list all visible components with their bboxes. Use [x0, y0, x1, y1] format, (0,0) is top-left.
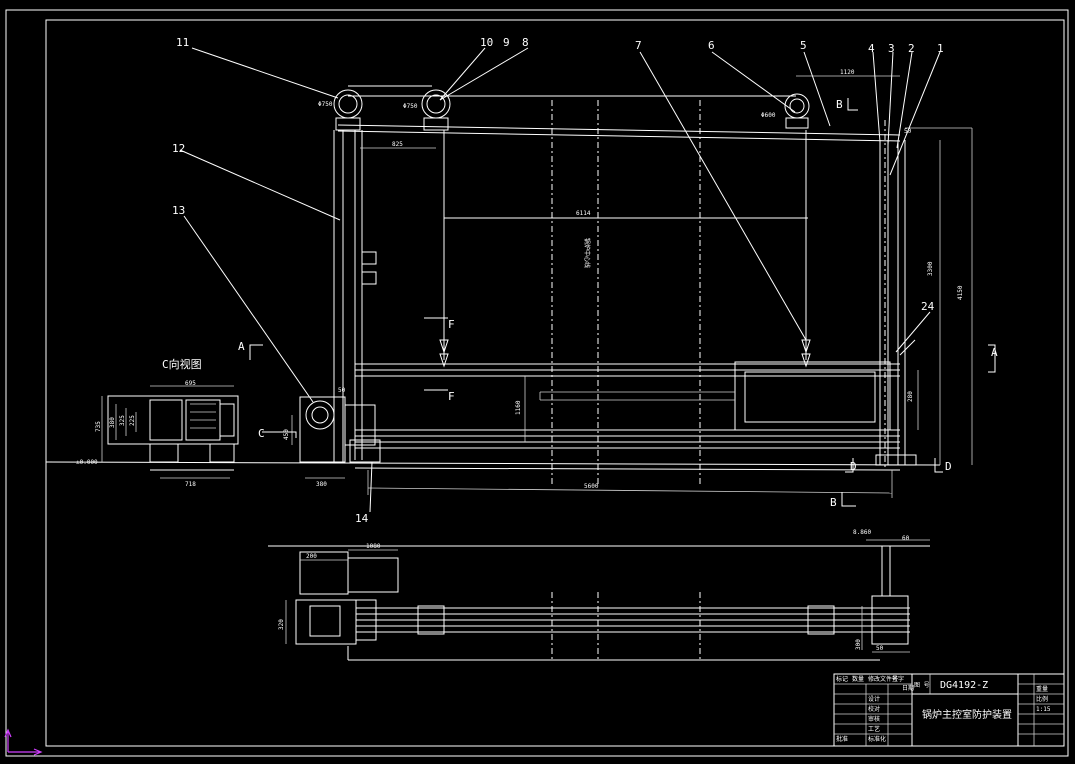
svg-text:8.860: 8.860 [853, 529, 871, 536]
svg-text:校对: 校对 [868, 705, 880, 713]
svg-text:825: 825 [392, 141, 403, 148]
drawing-number: DG4192-Z [940, 680, 988, 691]
callout-3: 3 [888, 42, 895, 55]
svg-text:60: 60 [902, 535, 910, 542]
svg-text:1160: 1160 [515, 400, 522, 415]
section-f-top: F [448, 318, 455, 331]
section-f-bottom: F [448, 390, 455, 403]
section-b-bottom: B [830, 496, 837, 509]
svg-text:3300: 3300 [927, 261, 934, 276]
svg-text:批准: 批准 [836, 735, 848, 743]
svg-text:718: 718 [185, 481, 196, 488]
cylinder-housing [734, 361, 891, 431]
svg-text:300: 300 [855, 639, 862, 650]
callout-12: 12 [172, 142, 185, 155]
section-b-top: B [836, 98, 843, 111]
svg-text:200: 200 [306, 553, 317, 560]
svg-text:审核: 审核 [868, 715, 880, 723]
section-c: C [258, 427, 265, 440]
drawing-scale: 1:15 [1036, 706, 1051, 713]
drive-motor [305, 400, 335, 430]
callout-8: 8 [522, 36, 529, 49]
pulley-left-outer [333, 89, 363, 119]
svg-text:735: 735 [95, 421, 102, 432]
section-a-right: A [991, 346, 998, 359]
svg-text:320: 320 [278, 619, 285, 630]
svg-text:1120: 1120 [840, 69, 855, 76]
svg-text:日期: 日期 [902, 684, 914, 692]
dimension-labels: 1120 4150 3300 280 6114 825 5600 1160 Φ7… [76, 69, 964, 490]
svg-text:±0.000: ±0.000 [76, 459, 98, 466]
svg-text:50: 50 [904, 128, 912, 135]
svg-text:Φ750: Φ750 [403, 103, 418, 110]
callout-4: 4 [868, 42, 875, 55]
leader-lines [179, 47, 941, 513]
section-markers: A A B B C D D F F C向视图 锅炉中心线 [162, 98, 998, 509]
svg-text:标记: 标记 [836, 675, 848, 683]
svg-text:设计: 设计 [868, 695, 880, 703]
svg-text:6114: 6114 [576, 210, 591, 217]
plan-view: 200 1080 320 8.860 60 300 50 [268, 529, 930, 662]
svg-text:380: 380 [316, 481, 327, 488]
callout-13: 13 [172, 204, 185, 217]
svg-text:标准化: 标准化 [868, 735, 886, 743]
svg-text:380: 380 [109, 417, 116, 428]
callout-5: 5 [800, 39, 807, 52]
callout-11: 11 [176, 36, 189, 49]
ucs-icon [4, 728, 43, 756]
svg-text:225: 225 [129, 415, 136, 426]
drawing-title: 锅炉主控室防护装置 [922, 708, 1012, 721]
svg-text:50: 50 [876, 645, 884, 652]
callout-labels: 11 10 9 8 7 6 5 4 3 2 1 12 13 14 24 [172, 36, 944, 525]
svg-text:Φ750: Φ750 [318, 101, 333, 108]
callout-7: 7 [635, 39, 642, 52]
svg-text:695: 695 [185, 380, 196, 387]
svg-text:450: 450 [283, 429, 290, 440]
c-view-detail: 695 718 735 380 325 225 [95, 380, 239, 488]
inner-border [45, 19, 1065, 747]
svg-text:图 号: 图 号 [914, 682, 930, 689]
svg-text:数量: 数量 [852, 675, 864, 683]
callout-6: 6 [708, 39, 715, 52]
callout-2: 2 [908, 42, 915, 55]
svg-text:Φ600: Φ600 [761, 112, 776, 119]
section-d-right: D [945, 460, 952, 473]
svg-text:5600: 5600 [584, 483, 599, 490]
svg-text:4150: 4150 [957, 285, 964, 300]
svg-text:修改文件号: 修改文件号 [868, 675, 898, 683]
svg-text:工艺: 工艺 [868, 725, 880, 733]
view-title-c: C向视图 [162, 357, 202, 371]
callout-1: 1 [937, 42, 944, 55]
callout-10: 10 [480, 36, 493, 49]
svg-text:重量: 重量 [1036, 685, 1048, 693]
svg-text:1080: 1080 [366, 543, 381, 550]
svg-text:50: 50 [338, 387, 346, 394]
callout-14: 14 [355, 512, 369, 525]
svg-text:签字: 签字 [892, 675, 904, 683]
section-d-left: D [850, 460, 857, 473]
section-a-left: A [238, 340, 245, 353]
svg-text:比例: 比例 [1036, 695, 1048, 703]
title-block: 标记 数量 修改文件号 签字 日期 设计 校对 审核 工艺 标准化 批准 图 号… [833, 673, 1065, 747]
elevation-view [45, 75, 996, 507]
svg-text:325: 325 [119, 415, 126, 426]
callout-9: 9 [503, 36, 510, 49]
pulley-right [784, 93, 810, 119]
pulley-mid [421, 89, 451, 119]
outer-border [5, 9, 1069, 757]
callout-24: 24 [921, 300, 935, 313]
boiler-centerline-note: 锅炉中心线 [583, 238, 591, 268]
svg-text:280: 280 [907, 391, 914, 402]
